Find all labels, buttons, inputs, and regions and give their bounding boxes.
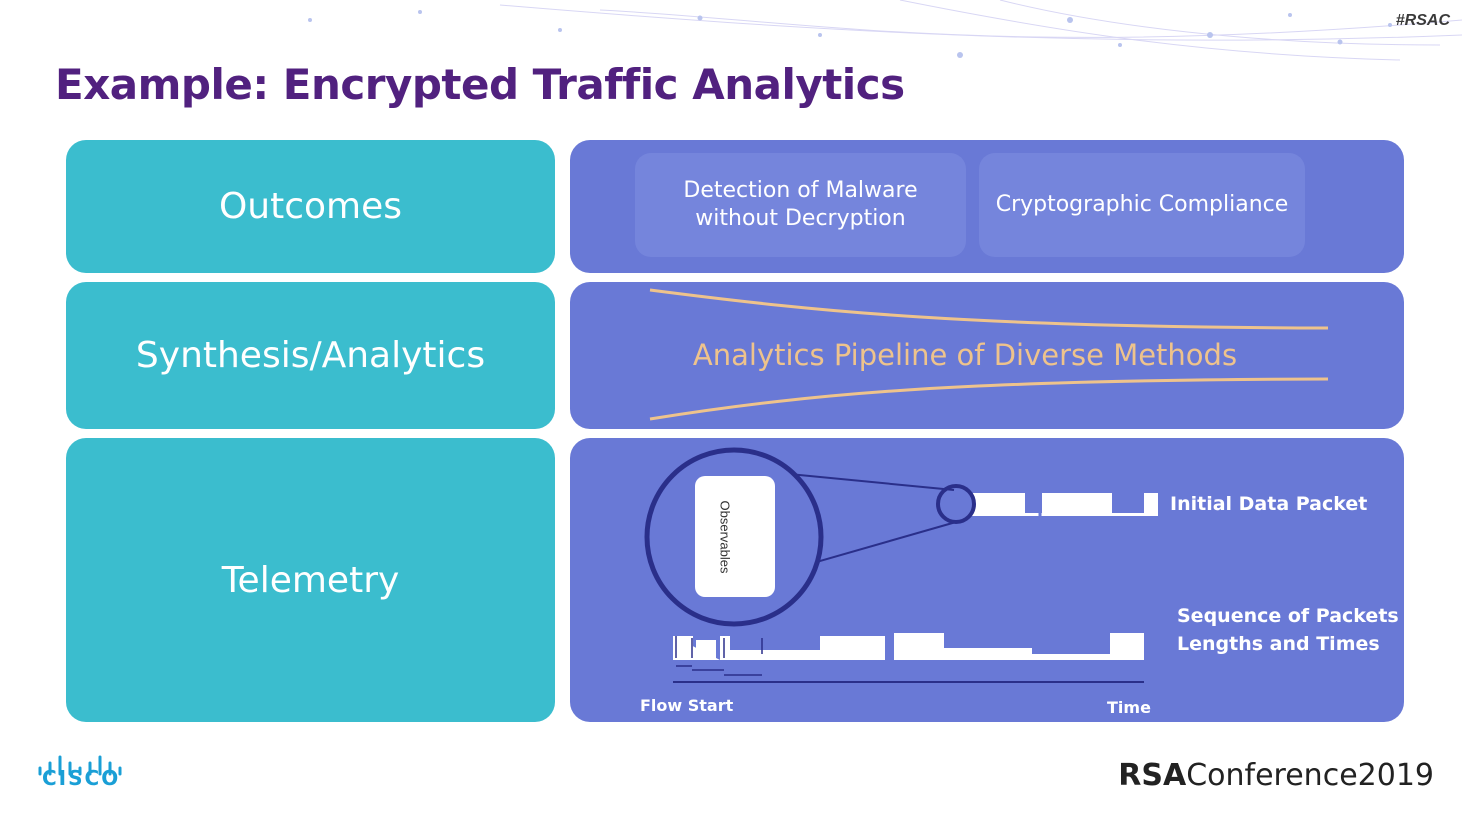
cisco-logo-icon xyxy=(38,755,122,776)
conference-year-wordmark: Conference2019 xyxy=(1186,758,1434,793)
observables-label: Observables xyxy=(717,500,733,574)
hashtag-label: #RSAC xyxy=(1395,12,1450,29)
pipeline-funnel-graphic xyxy=(649,288,1329,421)
outcome-crypto-compliance: Cryptographic Compliance xyxy=(979,153,1305,257)
funnel-bottom-curve xyxy=(649,377,1329,421)
slide-title: Example: Encrypted Traffic Analytics xyxy=(55,60,905,109)
sequence-label-line2: Lengths and Times xyxy=(1177,633,1380,655)
layer-outcomes-label: Outcomes xyxy=(218,186,403,227)
rsa-wordmark: RSA xyxy=(1118,758,1187,793)
layer-telemetry: Telemetry xyxy=(66,438,555,722)
layer-synthesis-label: Synthesis/Analytics xyxy=(135,335,486,376)
sequence-packets-right xyxy=(894,633,1144,660)
sequence-packets-left xyxy=(673,636,885,660)
outcome-crypto-label: Cryptographic Compliance xyxy=(995,192,1289,217)
outcome-malware-detection: Detection of Malware without Decryption xyxy=(635,153,966,257)
pipeline-label: Analytics Pipeline of Diverse Methods xyxy=(692,338,1238,372)
time-label: Time xyxy=(1107,698,1151,717)
cisco-wordmark: CISCO xyxy=(42,766,121,790)
initial-packet-label: Initial Data Packet xyxy=(1170,493,1368,515)
flow-start-label: Flow Start xyxy=(640,696,734,715)
decorative-network-graphic xyxy=(308,0,1462,61)
initial-packet-shape xyxy=(948,493,1158,516)
sequence-label-line1: Sequence of Packets xyxy=(1177,605,1399,627)
funnel-top-curve xyxy=(649,288,1329,330)
layer-telemetry-label: Telemetry xyxy=(221,559,400,601)
analytics-panel xyxy=(570,282,1404,429)
outcome-malware-line2: without Decryption xyxy=(695,206,906,231)
observables-card xyxy=(695,476,775,597)
layer-synthesis: Synthesis/Analytics xyxy=(66,282,555,429)
rsa-conference-logo: RSAConference2019 xyxy=(1118,758,1434,793)
packet-diagram xyxy=(644,447,1158,683)
small-zoom-circle xyxy=(936,484,976,524)
outcome-malware-line1: Detection of Malware xyxy=(683,178,918,203)
layer-outcomes: Outcomes xyxy=(66,140,555,273)
